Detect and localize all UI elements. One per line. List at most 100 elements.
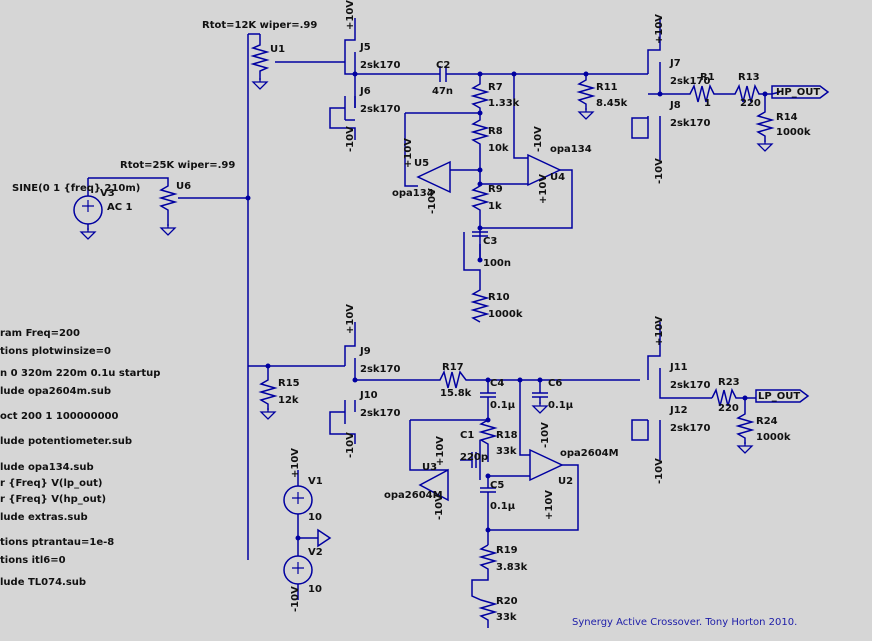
res-name-r13: R13	[738, 72, 760, 83]
jfet-name-j11: J11	[670, 362, 688, 373]
res-name-r1: R1	[700, 72, 715, 83]
jfet-name-j10: J10	[360, 390, 378, 401]
res-value-r9: 1k	[488, 201, 502, 212]
jfet-name-j12: J12	[670, 405, 688, 416]
supply-value-v1: 10	[308, 512, 322, 523]
res-value-r11: 8.45k	[596, 98, 628, 109]
spice-directive[interactable]: tions ptrantau=1e-8	[0, 537, 115, 548]
rail-neg-j12: -10V	[654, 458, 665, 484]
res-name-r17: R17	[442, 362, 464, 373]
rail-pos-v1: +10V	[290, 447, 301, 478]
jfet-name-j6: J6	[360, 86, 371, 97]
source-expr: SINE(0 1 {freq} 210m)	[12, 183, 141, 194]
rail-neg-j6: -10V	[345, 126, 356, 152]
res-value-r8: 10k	[488, 143, 509, 154]
spice-directive[interactable]: ram Freq=200	[0, 328, 80, 339]
jfet-model-j8: 2sk170	[670, 118, 711, 129]
res-name-r24: R24	[756, 416, 778, 427]
cap-name-c1: C1	[460, 430, 475, 441]
spice-directive[interactable]: lude opa134.sub	[0, 462, 94, 473]
res-value-r7: 1.33k	[488, 98, 520, 109]
spice-directive[interactable]: tions itl6=0	[0, 555, 66, 566]
res-value-r13: 220	[740, 98, 761, 109]
pot-param-u1: Rtot=12K wiper=.99	[202, 20, 318, 31]
cap-value-c3: 100n	[483, 258, 511, 269]
supply-value-v2: 10	[308, 584, 322, 595]
jfet-name-j8: J8	[670, 100, 681, 111]
rail-neg-u2: -10V	[540, 422, 551, 448]
res-name-r8: R8	[488, 126, 503, 137]
rail-pos-j11: +10V	[654, 315, 665, 346]
spice-directive[interactable]: tions plotwinsize=0	[0, 346, 111, 357]
schematic-title: Synergy Active Crossover. Tony Horton 20…	[572, 617, 798, 628]
jfet-model-j9: 2sk170	[360, 364, 401, 375]
res-value-r15: 12k	[278, 395, 299, 406]
source-name: V3	[100, 188, 115, 199]
opamp-name-u3: U3	[422, 462, 438, 473]
jfet-name-j9: J9	[360, 346, 371, 357]
opamp-model-u3: opa2604M	[384, 490, 443, 501]
rail-neg-j10: -10V	[345, 432, 356, 458]
spice-directive[interactable]: r {Freq} V(hp_out)	[0, 494, 107, 505]
jfet-model-j10: 2sk170	[360, 408, 401, 419]
opamp-name-u2: U2	[558, 476, 574, 487]
res-name-r20: R20	[496, 596, 518, 607]
jfet-model-j11: 2sk170	[670, 380, 711, 391]
net-label-lp-out[interactable]: LP_OUT	[758, 391, 801, 402]
rail-pos-u2: +10V	[544, 489, 555, 520]
opamp-name-u4: U4	[550, 172, 566, 183]
res-name-r14: R14	[776, 112, 798, 123]
rail-pos-u5: +10V	[403, 137, 414, 168]
supply-name-v2: V2	[308, 547, 323, 558]
cap-value-c1: 220p	[460, 452, 489, 463]
pot-name-u1: U1	[270, 44, 286, 55]
res-name-r7: R7	[488, 82, 503, 93]
jfet-model-j6: 2sk170	[360, 104, 401, 115]
net-label-hp-out[interactable]: HP_OUT	[776, 87, 821, 98]
jfet-name-j5: J5	[360, 42, 371, 53]
spice-directive[interactable]: r {Freq} V(lp_out)	[0, 478, 103, 489]
cap-value-c6: 0.1µ	[548, 400, 574, 411]
jfet-name-j7: J7	[670, 58, 681, 69]
rail-neg-v2: -10V	[290, 586, 301, 612]
res-value-r20: 33k	[496, 612, 517, 623]
spice-directive[interactable]: lude TL074.sub	[0, 577, 87, 588]
rail-pos-j9: +10V	[345, 303, 356, 334]
spice-directive[interactable]: oct 200 1 100000000	[0, 411, 119, 422]
res-value-r14: 1000k	[776, 127, 811, 138]
res-value-r23: 220	[718, 403, 739, 414]
res-name-r9: R9	[488, 184, 503, 195]
res-value-r10: 1000k	[488, 309, 523, 320]
rail-neg-j8: -10V	[654, 158, 665, 184]
rail-pos-u4: +10V	[538, 173, 549, 204]
source-ac: AC 1	[107, 202, 133, 213]
rail-pos-j5: +10V	[345, 0, 356, 30]
spice-directive[interactable]: n 0 320m 220m 0.1u startup	[0, 368, 161, 379]
cap-name-c3: C3	[483, 236, 498, 247]
spice-directive[interactable]: lude opa2604m.sub	[0, 386, 112, 397]
cap-value-c2: 47n	[432, 86, 454, 97]
rail-neg-u4: -10V	[533, 126, 544, 152]
jfet-model-j7: 2sk170	[670, 76, 711, 87]
res-name-r23: R23	[718, 377, 740, 388]
res-name-r18: R18	[496, 430, 518, 441]
spice-directive[interactable]: lude extras.sub	[0, 512, 88, 523]
res-value-r17: 15.8k	[440, 388, 472, 399]
cap-name-c4: C4	[490, 378, 505, 389]
cap-value-c4: 0.1µ	[490, 400, 516, 411]
res-value-r18: 33k	[496, 446, 517, 457]
cap-name-c5: C5	[490, 480, 505, 491]
opamp-model-u2: opa2604M	[560, 448, 619, 459]
res-value-r1: 1	[704, 98, 711, 109]
opamp-name-u5: U5	[414, 158, 430, 169]
supply-name-v1: V1	[308, 476, 323, 487]
spice-directive[interactable]: lude potentiometer.sub	[0, 436, 133, 447]
opamp-model-u5: opa134	[392, 188, 434, 199]
res-name-r10: R10	[488, 292, 510, 303]
res-value-r19: 3.83k	[496, 562, 528, 573]
cap-name-c2: C2	[436, 60, 451, 71]
res-value-r24: 1000k	[756, 432, 791, 443]
cap-value-c5: 0.1µ	[490, 501, 516, 512]
